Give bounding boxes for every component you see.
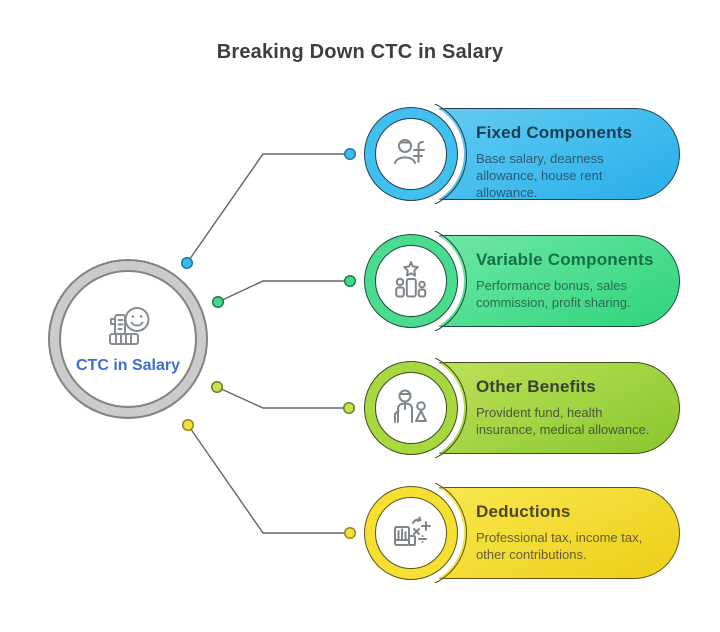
card-description: Base salary, dearness allowance, house r… — [476, 151, 604, 200]
card-other-benefits: Other Benefits Provident fund, health in… — [362, 358, 680, 458]
card-badge — [364, 361, 458, 455]
card-deductions: Deductions Professional tax, income tax,… — [362, 483, 680, 583]
card-variable-components: Variable Components Performance bonus, s… — [362, 231, 680, 331]
connector-dot-card-benefits — [342, 401, 356, 415]
card-left-arc — [411, 358, 467, 458]
card-description: Performance bonus, sales commission, pro… — [476, 278, 631, 310]
card-badge — [364, 486, 458, 580]
badge-inner-circle — [375, 245, 447, 317]
card-left-arc — [411, 483, 467, 583]
employee-salary-icon — [394, 139, 425, 164]
card-title: Other Benefits — [476, 377, 596, 396]
connector-line-variable — [217, 280, 350, 303]
badge-inner-circle — [375, 118, 447, 190]
card-title: Fixed Components — [476, 123, 633, 142]
connector-line-deductions — [187, 424, 350, 534]
card-text: Variable Components Performance bonus, s… — [476, 250, 672, 311]
card-badge — [364, 107, 458, 201]
connector-dot-hub-benefits — [210, 380, 224, 394]
connector-dot-card-variable — [343, 274, 357, 288]
connector-line-fixed — [186, 153, 350, 264]
hub-inner-circle: CTC in Salary — [59, 270, 197, 408]
connector-dot-hub-fixed — [180, 256, 194, 270]
card-fixed-components: Fixed Components Base salary, dearness a… — [362, 104, 680, 204]
connector-dot-hub-deductions — [181, 418, 195, 432]
ctc-hub: CTC in Salary — [48, 259, 208, 419]
card-badge — [364, 234, 458, 328]
card-left-arc — [411, 231, 467, 331]
page-title: Breaking Down CTC in Salary — [216, 41, 504, 63]
connector-line-benefits — [216, 386, 349, 409]
card-left-arc — [411, 104, 467, 204]
hub-label: CTC in Salary — [75, 357, 181, 374]
family-dependents-icon — [394, 389, 427, 423]
card-title: Deductions — [476, 502, 571, 521]
connector-dot-hub-variable — [211, 295, 225, 309]
tax-calculation-icon — [394, 516, 431, 546]
card-title: Variable Components — [476, 250, 654, 269]
performance-podium-icon — [395, 261, 427, 298]
card-text: Deductions Professional tax, income tax,… — [476, 502, 672, 563]
badge-inner-circle — [375, 372, 447, 444]
card-description: Professional tax, income tax, other cont… — [476, 530, 643, 562]
connector-dot-card-fixed — [343, 147, 357, 161]
card-text: Other Benefits Provident fund, health in… — [476, 377, 672, 438]
badge-inner-circle — [375, 497, 447, 569]
card-text: Fixed Components Base salary, dearness a… — [476, 123, 672, 201]
salary-receipt-smiley-icon — [109, 307, 150, 345]
connector-dot-card-deductions — [343, 526, 357, 540]
card-description: Provident fund, health insurance, medica… — [476, 405, 650, 437]
